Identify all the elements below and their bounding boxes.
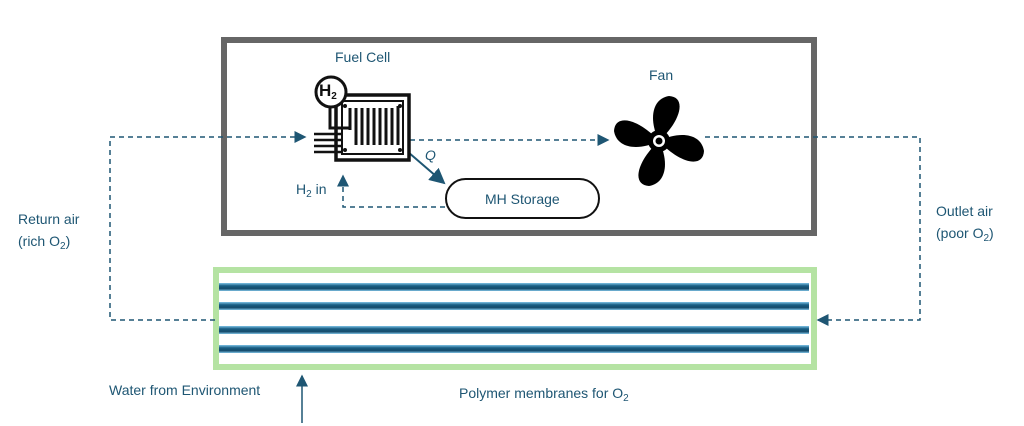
h2-in-label: H2 in [296, 181, 327, 200]
membrane-tube [219, 345, 809, 353]
fuel-cell-label: Fuel Cell [335, 49, 391, 65]
heat-q-label: Q [425, 147, 436, 163]
mh-storage-tank [445, 178, 600, 219]
membrane-tube [219, 302, 809, 310]
fuel-cell-icon [314, 75, 411, 162]
membrane-tube [219, 326, 809, 334]
outlet-air-flow [705, 136, 921, 326]
membrane-tube [219, 283, 809, 291]
water-label: Water from Environment [109, 382, 261, 398]
heat-q-arrow [407, 151, 446, 185]
h2-icon-label: H2 [319, 81, 337, 102]
mh-storage-label: MH Storage [485, 191, 560, 207]
h2-in-flow [337, 174, 445, 208]
membranes-label: Polymer membranes for O2 [459, 385, 629, 404]
fan-label: Fan [649, 67, 674, 83]
fan-icon [614, 96, 704, 186]
outlet-air-label: Outlet air (poor O2) [936, 203, 994, 244]
membrane-module [213, 267, 817, 370]
return-air-label: Return air (rich O2) [18, 211, 80, 252]
